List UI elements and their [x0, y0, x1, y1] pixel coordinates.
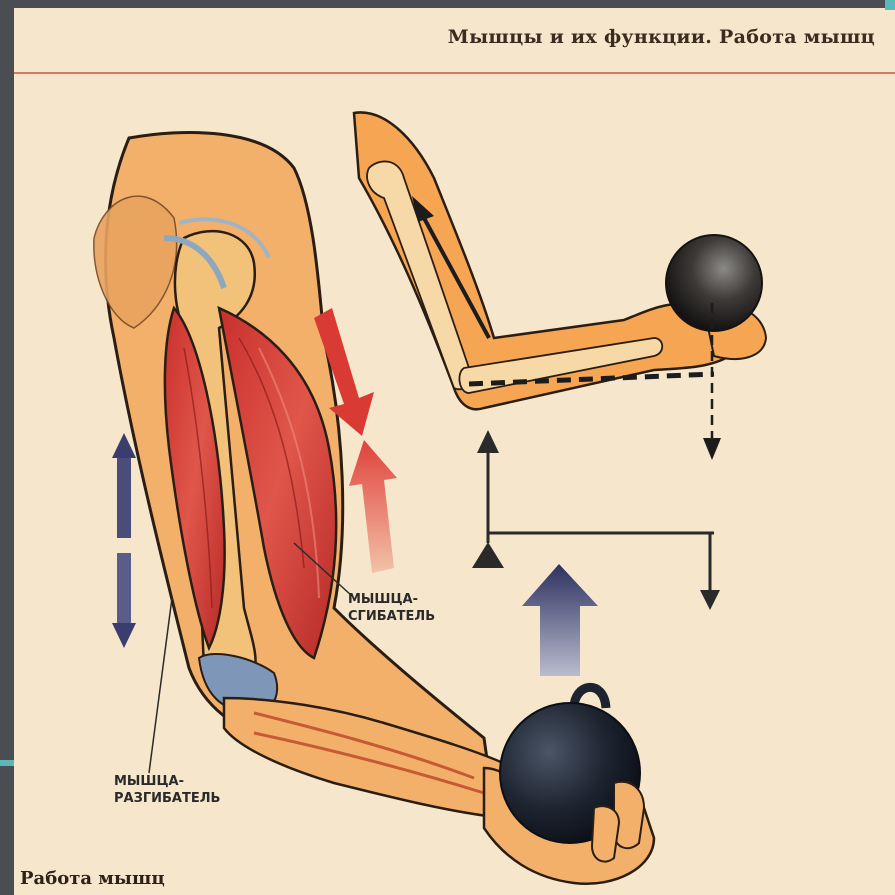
extensor-arrow-icon	[112, 433, 136, 648]
slide-accent-top	[885, 0, 895, 10]
flexor-label-line2: СГИБАТЕЛЬ	[348, 608, 435, 625]
flexor-label-line1: МЫШЦА-	[348, 591, 435, 608]
page: Мышцы и их функции. Работа мышц	[14, 8, 895, 895]
extensor-label-line1: МЫШЦА-	[114, 773, 220, 790]
extensor-label-line2: РАЗГИБАТЕЛЬ	[114, 790, 220, 807]
slide-accent-left	[0, 760, 14, 766]
illustration	[14, 8, 895, 895]
figure-caption: Работа мышц	[20, 868, 165, 889]
upward-force-arrow-icon	[522, 564, 598, 676]
flexor-label: МЫШЦА- СГИБАТЕЛЬ	[348, 591, 435, 625]
extensor-label: МЫШЦА- РАЗГИБАТЕЛЬ	[114, 773, 220, 807]
lever-diagram	[472, 430, 720, 610]
extensor-leader-line	[149, 598, 172, 773]
